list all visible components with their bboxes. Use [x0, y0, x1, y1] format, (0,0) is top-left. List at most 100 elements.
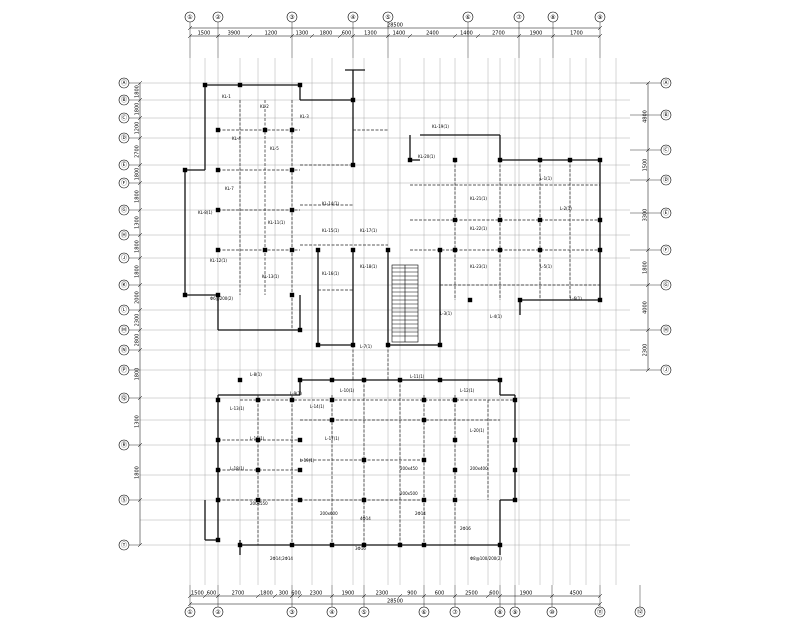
top-dim-label: 1500 [198, 31, 211, 37]
column [289, 542, 295, 548]
left-axis-bubble: Ⓢ [118, 494, 130, 506]
right-axis-bubble: Ⓗ [660, 324, 672, 336]
bottom-dim-tick [255, 593, 261, 599]
column [350, 97, 356, 103]
top-dim-label: 600 [342, 31, 352, 37]
left-dim-tick [137, 307, 143, 313]
bottom-axis-bubble: ① [184, 606, 196, 618]
beam-tag: KL-16(1) [322, 271, 339, 276]
beam-tag: 200x600 [320, 511, 338, 516]
column [397, 542, 403, 548]
left-axis-bubble: Ⓕ [118, 177, 130, 189]
left-axis-bubble-label: Ⓕ [121, 179, 127, 187]
right-axis-bubble-label: Ⓑ [663, 111, 669, 119]
bottom-dim-tick [202, 593, 208, 599]
column [215, 167, 221, 173]
bottom-axis-bubble-circle [358, 606, 370, 618]
column [215, 437, 221, 443]
bottom-dim-tick [597, 593, 603, 599]
right-axis-bubble-label: Ⓓ [663, 176, 669, 184]
right-axis-bubble-circle [660, 109, 672, 121]
top-axis-bubble-circle [286, 11, 298, 23]
column [397, 377, 403, 383]
top-dim-tick [385, 33, 391, 39]
left-dim-tick [137, 97, 143, 103]
left-axis-bubble-label: Ⓚ [121, 281, 127, 289]
beam-tag: L-2(1) [560, 206, 572, 211]
column [297, 437, 303, 443]
left-dim-label: 1800 [135, 85, 141, 98]
left-axis-bubble-circle [118, 539, 130, 551]
bottom-dim-label: 300 [279, 591, 289, 597]
left-axis-bubble-label: Ⓖ [121, 206, 127, 214]
beam-tag: KL-3 [300, 114, 309, 119]
bottom-overall-tick [187, 601, 193, 607]
bottom-axis-bubble: ⑦ [449, 606, 461, 618]
left-axis-bubble: Ⓖ [118, 204, 130, 216]
left-axis-bubble-circle [118, 94, 130, 106]
bottom-axis-bubble-label: ⑤ [361, 609, 366, 616]
beam-tag: L-17(1) [325, 436, 340, 441]
column [497, 377, 503, 383]
top-dim-label: 1200 [265, 31, 278, 37]
beam-tag: KL-15(1) [322, 228, 339, 233]
column [452, 397, 458, 403]
beam-tag: 200x400 [470, 466, 488, 471]
left-dim-label: 2700 [135, 145, 141, 158]
top-axis-bubble-circle [382, 11, 394, 23]
column [289, 207, 295, 213]
bottom-axis-bubble-label: ⑫ [637, 608, 643, 616]
left-axis-bubble-label: Ⓓ [121, 134, 127, 142]
beam-tag: L-12(1) [460, 388, 475, 393]
beam-tag: L-9(1) [290, 391, 302, 396]
right-dim-label: 2300 [643, 344, 649, 357]
column [350, 162, 356, 168]
left-axis-bubble-label: Ⓒ [121, 114, 127, 122]
column [537, 217, 543, 223]
bottom-dim-label: 4500 [570, 591, 583, 597]
top-dim-label: 2700 [492, 31, 505, 37]
right-dim-label: 1500 [643, 159, 649, 172]
column [297, 327, 303, 333]
right-dim-label: 3300 [643, 209, 649, 222]
beam-tag: 3Φ16 [355, 546, 366, 551]
top-axis-bubble-label: ④ [350, 14, 355, 21]
top-dim-label: 2400 [426, 31, 439, 37]
column [452, 157, 458, 163]
column [289, 397, 295, 403]
left-dim-tick [137, 115, 143, 121]
beam-tag: Φ6@200(2) [210, 296, 233, 301]
bottom-axis-bubble-circle [212, 606, 224, 618]
bottom-axis-bubble-circle [634, 606, 646, 618]
beam-tag: L-10(1) [340, 388, 355, 393]
right-axis-bubble: Ⓔ [660, 207, 672, 219]
column [315, 247, 321, 253]
left-dim-label: 1800 [135, 466, 141, 479]
left-axis-bubble-circle [118, 344, 130, 356]
column [452, 437, 458, 443]
beam-tag: KL-18(1) [360, 264, 377, 269]
column [255, 437, 261, 443]
bottom-axis-bubble-label: ② [215, 609, 221, 616]
top-axis-bubble-label: ① [187, 14, 192, 21]
bottom-dim-tick [329, 593, 335, 599]
bottom-dim-label: 1900 [520, 591, 533, 597]
column [497, 542, 503, 548]
bottom-axis-bubble-circle [546, 606, 558, 618]
column [237, 542, 243, 548]
top-dim-label: 1300 [364, 31, 377, 37]
left-axis-bubble: Ⓐ [118, 77, 130, 89]
beam-tag: 200x450 [400, 466, 418, 471]
beam-tag: L-20(1) [470, 428, 485, 433]
column [421, 397, 427, 403]
column [237, 82, 243, 88]
column [289, 247, 295, 253]
left-dim-label: 2000 [135, 291, 141, 304]
left-dim-tick [137, 162, 143, 168]
column [329, 397, 335, 403]
column [182, 167, 188, 173]
right-dim-tick [645, 327, 651, 333]
bottom-axis-bubble-label: ① [187, 609, 192, 616]
column [329, 377, 335, 383]
column [537, 157, 543, 163]
